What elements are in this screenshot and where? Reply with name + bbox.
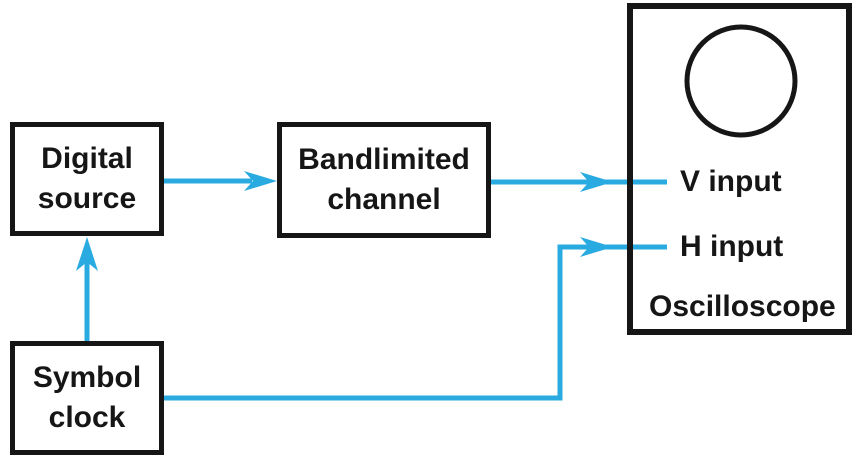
v-input-label: V input — [680, 165, 782, 198]
bandlimited-channel-label-line1: Bandlimited — [298, 143, 470, 176]
bandlimited-channel-label-line2: channel — [327, 183, 441, 216]
digital-source-box: Digital source — [10, 122, 164, 236]
arrowhead-into-v-input — [580, 172, 613, 192]
symbol-clock-label-line1: Symbol — [32, 361, 142, 394]
oscilloscope-box — [627, 3, 852, 335]
h-input-label: H input — [680, 230, 784, 263]
arrowhead-into-digital — [76, 237, 98, 271]
connector-clock-to-h-input — [164, 244, 667, 401]
symbol-clock-label-line2: clock — [48, 401, 126, 434]
bandlimited-channel-box: Bandlimited channel — [277, 122, 491, 238]
digital-source-label-line1: Digital — [41, 142, 133, 175]
arrowhead-into-channel — [244, 171, 277, 191]
digital-source-label-line2: source — [37, 182, 137, 215]
arrowhead-into-h-input — [580, 237, 613, 257]
symbol-clock-box: Symbol clock — [10, 341, 164, 455]
oscilloscope-screen-circle — [684, 24, 798, 138]
oscilloscope-label: Oscilloscope — [649, 290, 836, 323]
